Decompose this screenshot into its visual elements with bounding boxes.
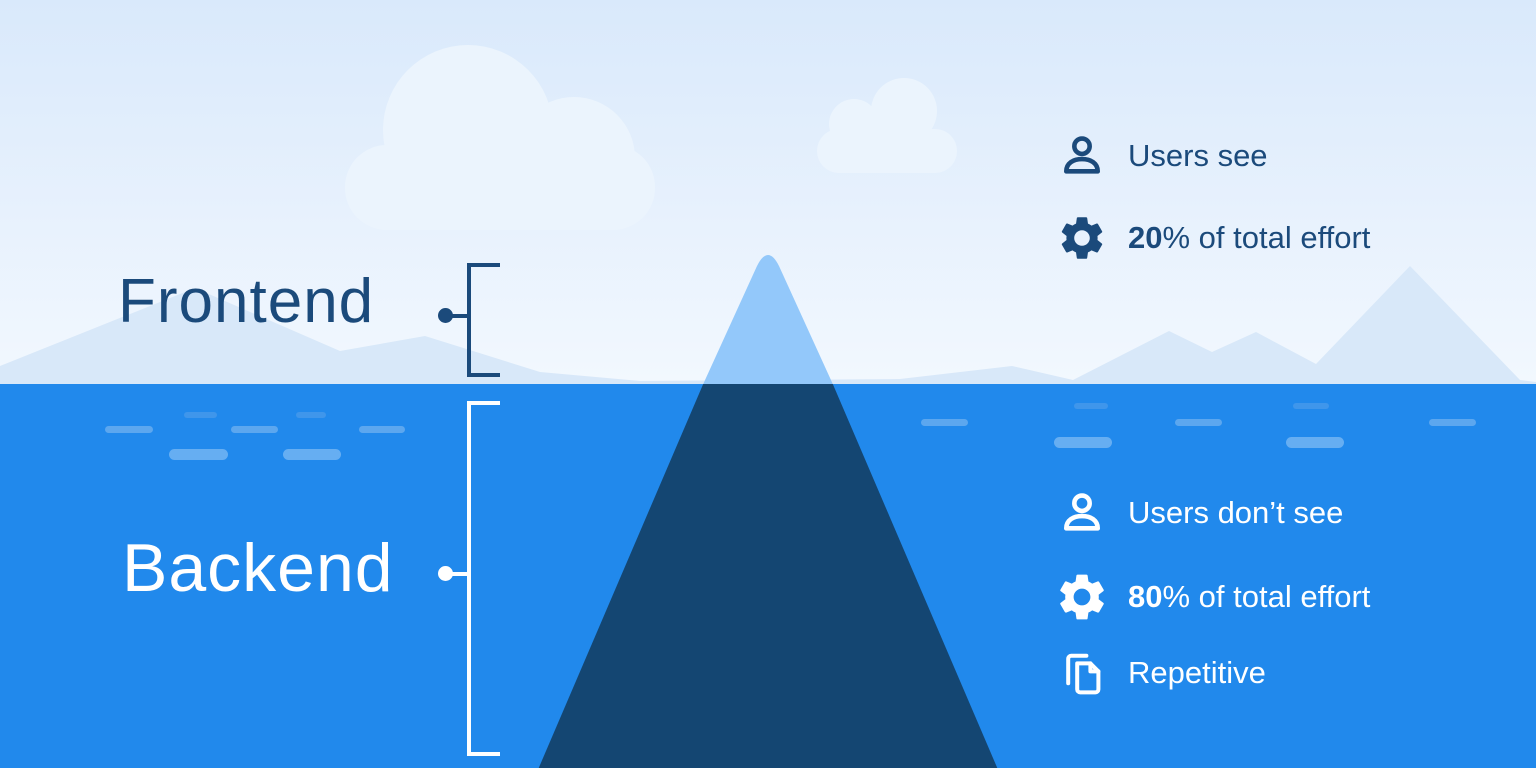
water-dash	[296, 412, 326, 418]
info-text: 80% of total effort	[1128, 579, 1371, 614]
info-text: Repetitive	[1128, 655, 1266, 690]
cloud-base	[817, 129, 957, 173]
backend-info-row-repetitive: Repetitive	[1054, 646, 1266, 700]
backend-info-row-users: Users don’t see	[1054, 486, 1343, 540]
water-dash	[359, 426, 405, 433]
cloud-large	[345, 45, 655, 230]
water-dash	[1074, 403, 1108, 409]
frontend-info-row-users: Users see	[1054, 129, 1268, 183]
iceberg-below-water	[538, 384, 998, 768]
backend-connector-dot	[438, 566, 453, 581]
copy-icon	[1054, 646, 1110, 700]
mountains	[0, 266, 1536, 384]
water-dash	[105, 426, 153, 433]
water-dash	[169, 449, 228, 460]
cloud-small	[817, 68, 957, 173]
water-dash	[1054, 437, 1112, 448]
gear-icon	[1054, 211, 1110, 265]
water-dash	[1286, 437, 1344, 448]
water-dash	[231, 426, 278, 433]
water-dash	[1293, 403, 1329, 409]
frontend-label: Frontend	[118, 267, 375, 336]
backend-label: Backend	[122, 530, 394, 606]
water-dash	[184, 412, 217, 418]
user-icon	[1054, 129, 1110, 183]
frontend-connector-dot	[438, 308, 453, 323]
iceberg-above-water	[703, 255, 833, 384]
water-dash	[283, 449, 341, 460]
backend-info-row-effort: 80% of total effort	[1054, 570, 1370, 624]
cloud-base	[345, 145, 655, 230]
info-text: Users don’t see	[1128, 495, 1344, 530]
frontend-connector-line	[446, 314, 467, 318]
info-text: Users see	[1128, 138, 1268, 173]
water-dash	[1175, 419, 1222, 426]
user-icon	[1054, 486, 1110, 540]
water-dash	[921, 419, 968, 426]
frontend-info-row-effort: 20% of total effort	[1054, 211, 1370, 265]
info-text: 20% of total effort	[1128, 220, 1371, 255]
backend-connector-line	[446, 572, 467, 576]
gear-icon	[1054, 570, 1110, 624]
frontend-bracket	[467, 263, 500, 377]
backend-bracket	[467, 401, 500, 756]
water-dash	[1429, 419, 1476, 426]
